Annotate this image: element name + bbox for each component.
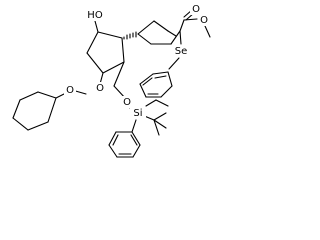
bond	[47, 97, 57, 123]
bond	[153, 119, 160, 136]
selenium-label: Se	[175, 46, 188, 57]
bond	[154, 75, 167, 79]
bond	[94, 20, 99, 33]
bond	[131, 119, 137, 133]
silicon-label: Si	[133, 108, 142, 119]
bond	[204, 25, 211, 38]
bond	[170, 30, 181, 45]
bond	[131, 131, 141, 146]
bond	[137, 20, 155, 35]
bond	[139, 83, 147, 98]
bond	[86, 52, 104, 74]
bond	[102, 61, 125, 74]
bond	[86, 31, 99, 54]
bond	[113, 61, 125, 87]
silyl-oxygen-label: O	[123, 97, 131, 108]
pyran-oxygen-label: O	[66, 85, 74, 96]
bond	[12, 99, 21, 119]
hydroxyl-label: HO	[87, 10, 103, 21]
bond	[139, 73, 154, 85]
bond	[97, 31, 123, 39]
hashed-bond	[123, 31, 137, 40]
bond	[160, 85, 173, 98]
bond	[108, 131, 117, 146]
bond	[142, 77, 153, 86]
ester-oxygen-label: O	[200, 15, 208, 26]
bond	[108, 144, 118, 158]
atom-labels: HO O O O Si Se O O	[64, 3, 210, 119]
bond	[167, 30, 177, 37]
bond	[155, 99, 169, 107]
bond	[167, 71, 173, 87]
structure-diagram: HO O O O Si Se O O	[12, 3, 211, 158]
bond	[19, 91, 39, 101]
carbonyl-oxygen-label: O	[192, 4, 200, 15]
bond	[153, 20, 169, 32]
bond	[27, 121, 49, 131]
bond	[153, 112, 167, 121]
bond	[132, 144, 141, 158]
bond	[121, 37, 125, 63]
bond	[145, 99, 157, 107]
bond	[179, 19, 185, 32]
bonds	[12, 9, 211, 158]
bond	[12, 117, 29, 131]
bond	[112, 134, 119, 146]
bond	[130, 134, 138, 146]
bond	[152, 71, 169, 75]
bond	[153, 119, 167, 129]
bond	[179, 30, 182, 45]
ether-oxygen-label: O	[96, 83, 104, 94]
bond	[168, 57, 180, 70]
bond	[37, 91, 57, 99]
bond	[137, 33, 152, 45]
